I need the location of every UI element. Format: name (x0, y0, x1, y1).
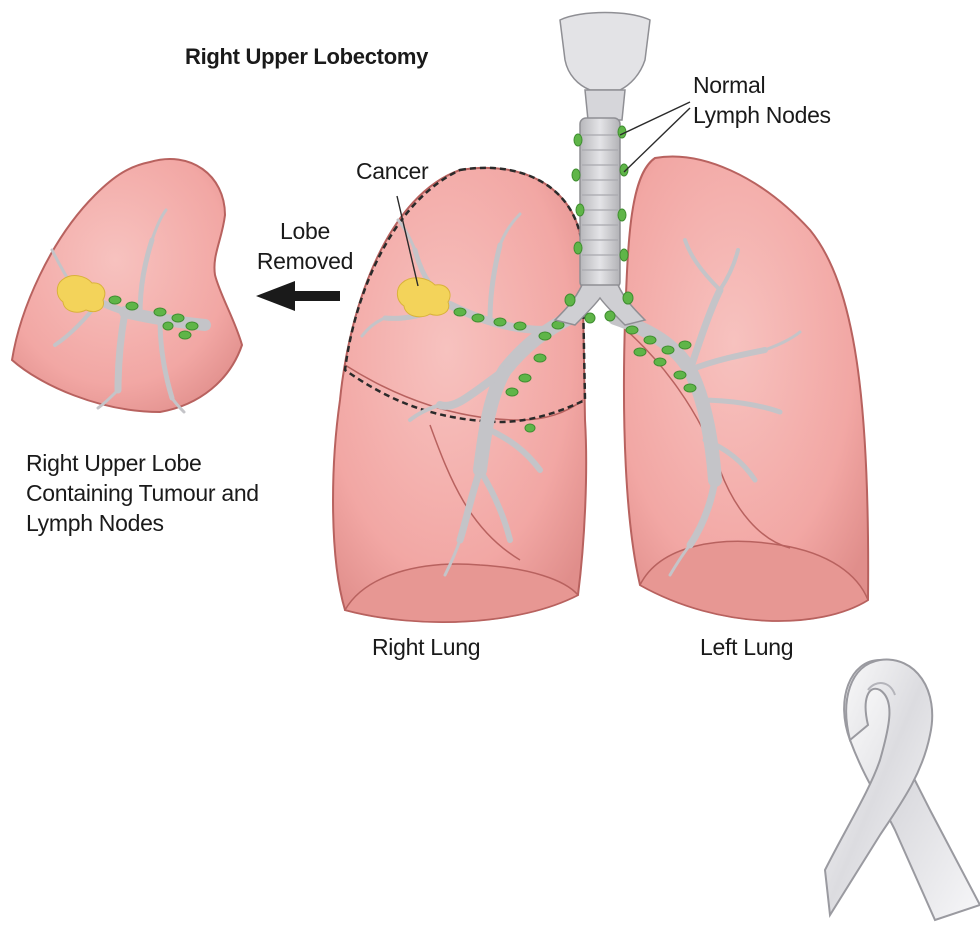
lobe-removed-line-1: Lobe (250, 216, 360, 246)
right-lung (333, 168, 586, 622)
cancer-label: Cancer (356, 156, 428, 186)
awareness-ribbon-icon (825, 660, 980, 920)
removed-lobe-caption-line-1: Right Upper Lobe (26, 448, 259, 478)
lobe-removed-label: Lobe Removed (250, 216, 360, 276)
removed-lobe-caption: Right Upper Lobe Containing Tumour and L… (26, 448, 259, 538)
diagram-title: Right Upper Lobectomy (185, 42, 428, 72)
right-lung-label: Right Lung (372, 632, 480, 662)
removed-lobe-caption-line-2: Containing Tumour and (26, 478, 259, 508)
removed-lobe (12, 159, 242, 412)
lobe-removed-line-2: Removed (250, 246, 360, 276)
normal-lymph-nodes-line-2: Lymph Nodes (693, 100, 831, 130)
normal-lymph-nodes-line-1: Normal (693, 70, 831, 100)
left-lung-label: Left Lung (700, 632, 793, 662)
removed-lobe-caption-line-3: Lymph Nodes (26, 508, 259, 538)
left-lung (615, 157, 868, 621)
normal-lymph-nodes-label: Normal Lymph Nodes (693, 70, 831, 130)
arrow-left-icon (256, 281, 340, 311)
